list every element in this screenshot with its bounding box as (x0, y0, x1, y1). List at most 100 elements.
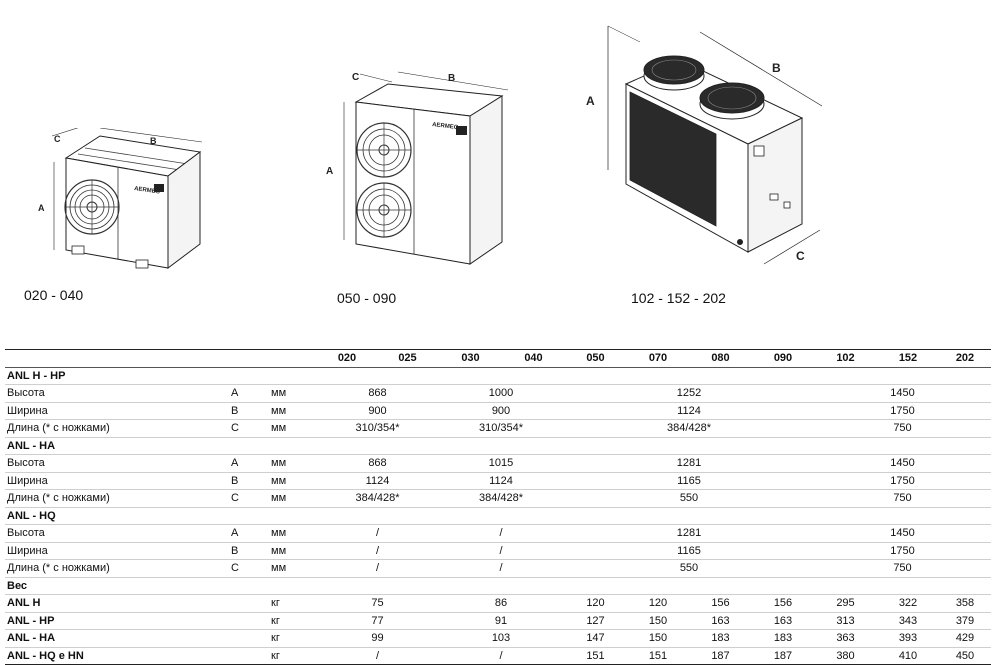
dim-a-label: A (38, 203, 45, 213)
cell-value: 310/354* (317, 419, 438, 438)
row-unit: мм (271, 472, 317, 490)
cell-value: 1124 (317, 472, 438, 490)
cell-value: 550 (564, 489, 814, 508)
cell-value: / (438, 647, 564, 665)
col-header: 090 (752, 349, 814, 368)
row-label: Высота (5, 384, 231, 403)
table-row: Высота A мм / / 1281 1450 (5, 524, 991, 543)
row-unit: мм (271, 454, 317, 473)
row-unit: кг (271, 647, 317, 665)
cell-value: 187 (689, 647, 752, 665)
cell-value: 1281 (564, 454, 814, 473)
col-header: 020 (317, 349, 377, 368)
row-unit: мм (271, 402, 317, 420)
cell-value: 156 (752, 594, 814, 613)
cell-value: 1750 (814, 472, 991, 490)
table-row: Длина (* с ножками) C мм / / 550 750 (5, 559, 991, 578)
cell-value: 150 (627, 629, 689, 648)
cell-value: / (438, 559, 564, 578)
row-unit: мм (271, 542, 317, 560)
cell-value: 313 (814, 612, 877, 630)
table-header-row: 020 025 030 040 050 070 080 090 102 152 … (5, 349, 991, 368)
cell-value: 343 (877, 612, 939, 630)
col-header: 070 (627, 349, 689, 368)
cell-value: 384/428* (438, 489, 564, 508)
dim-b-label: B (448, 73, 455, 84)
row-symbol: C (231, 419, 271, 438)
cell-value: 1450 (814, 454, 991, 473)
row-symbol: B (231, 472, 271, 490)
dim-a-label: A (326, 166, 333, 177)
table-row: Высота A мм 868 1015 1281 1450 (5, 454, 991, 473)
cell-value: 77 (317, 612, 438, 630)
cell-value: 1450 (814, 524, 991, 543)
cell-value: 868 (317, 384, 438, 403)
cell-value: 156 (689, 594, 752, 613)
cell-value: / (317, 524, 438, 543)
section-title: ANL - HA (5, 437, 991, 455)
cell-value: 1750 (814, 402, 991, 420)
cell-value: 147 (564, 629, 627, 648)
cell-value: 310/354* (438, 419, 564, 438)
row-label: ANL - HA (5, 629, 231, 648)
cell-value: 358 (939, 594, 991, 613)
col-header: 102 (814, 349, 877, 368)
cell-value: 1252 (564, 384, 814, 403)
cell-value: 1450 (814, 384, 991, 403)
dimensions-weight-table: 020 025 030 040 050 070 080 090 102 152 … (5, 349, 991, 665)
row-symbol: B (231, 542, 271, 560)
caption-050-090: 050 - 090 (337, 290, 397, 306)
dim-c-label: C (352, 72, 359, 83)
brand-logo: AERMEC (432, 122, 459, 131)
cell-value: / (317, 559, 438, 578)
cell-value: 163 (689, 612, 752, 630)
row-unit: мм (271, 524, 317, 543)
caption-102-152-202: 102 - 152 - 202 (631, 290, 726, 306)
dim-c-label: C (796, 249, 805, 263)
row-unit: кг (271, 629, 317, 648)
section-header: ANL - HA (5, 437, 991, 455)
cell-value: 187 (752, 647, 814, 665)
row-label: Ширина (5, 542, 231, 560)
col-header: 080 (689, 349, 752, 368)
weight-row: ANL H кг 75 86 120 120 156 156 295 322 3… (5, 594, 991, 613)
row-label: ANL - HP (5, 612, 231, 630)
dim-b-label: B (150, 136, 157, 146)
row-symbol: A (231, 524, 271, 543)
row-label: ANL H (5, 594, 231, 613)
cell-value: 75 (317, 594, 438, 613)
cell-value: 322 (877, 594, 939, 613)
weight-row: ANL - HQ e HN кг / / 151 151 187 187 380… (5, 647, 991, 665)
row-label: Длина (* с ножками) (5, 559, 231, 578)
cell-value: 150 (627, 612, 689, 630)
col-header: 030 (438, 349, 503, 368)
cell-value: 1750 (814, 542, 991, 560)
cell-value: 410 (877, 647, 939, 665)
row-label: Высота (5, 524, 231, 543)
cell-value: 91 (438, 612, 564, 630)
cell-value: 183 (752, 629, 814, 648)
col-header: 152 (877, 349, 939, 368)
row-symbol: C (231, 489, 271, 508)
cell-value: 1000 (438, 384, 564, 403)
table-row: Ширина B мм / / 1165 1750 (5, 542, 991, 560)
dim-c-label: C (54, 134, 61, 144)
cell-value: 384/428* (317, 489, 438, 508)
cell-value: / (438, 524, 564, 543)
cell-value: 1165 (564, 542, 814, 560)
unit-drawing-050-090: C B A AERMEC (320, 68, 520, 273)
row-label: ANL - HQ e HN (5, 647, 231, 665)
caption-020-040: 020 - 040 (24, 287, 84, 303)
table-row: Высота A мм 868 1000 1252 1450 (5, 384, 991, 403)
cell-value: 750 (814, 559, 991, 578)
cell-value: 183 (689, 629, 752, 648)
cell-value: 1124 (564, 402, 814, 420)
row-unit: мм (271, 419, 317, 438)
col-header: 040 (503, 349, 564, 368)
section-header: ANL - HQ (5, 507, 991, 525)
section-title: ANL H - HP (5, 367, 991, 385)
row-label: Длина (* с ножками) (5, 419, 231, 438)
row-symbol: A (231, 454, 271, 473)
row-symbol: A (231, 384, 271, 403)
cell-value: 868 (317, 454, 438, 473)
